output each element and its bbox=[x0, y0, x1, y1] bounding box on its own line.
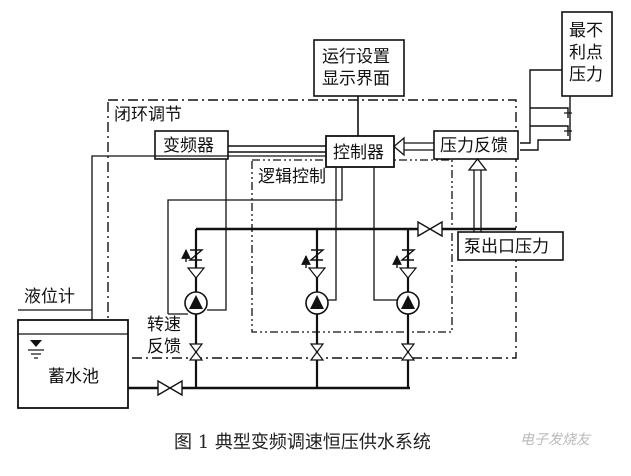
pump-branch-3 bbox=[392, 229, 420, 388]
watermark: 电子发烧友 bbox=[520, 432, 592, 448]
worst-point-label-1: 最不 bbox=[569, 21, 603, 41]
pump-branch-2 bbox=[301, 229, 329, 388]
tank-label: 蓄水池 bbox=[48, 367, 99, 387]
feedback-arrow bbox=[392, 136, 405, 157]
controller-to-pump3-wire bbox=[373, 167, 397, 301]
suction-valve-icon bbox=[157, 379, 183, 397]
storage-tank bbox=[17, 319, 129, 409]
figure-caption: 图 1 典型变频调速恒压供水系统 bbox=[174, 432, 431, 453]
controller-label: 控制器 bbox=[333, 143, 384, 163]
run-ui-box bbox=[313, 39, 405, 97]
worst-point-feedback-line bbox=[520, 69, 562, 144]
pump-outlet-pressure-label: 泵出口压力 bbox=[464, 237, 549, 257]
logic-control-label: 逻辑控制 bbox=[258, 167, 326, 187]
closed-loop-label: 闭环调节 bbox=[114, 105, 182, 125]
vfd-label: 变频器 bbox=[163, 136, 214, 156]
pressure-feedback-label: 压力反馈 bbox=[440, 136, 508, 156]
run-ui-label-1: 运行设置 bbox=[322, 47, 390, 67]
run-ui-label-2: 显示界面 bbox=[322, 69, 390, 89]
controller-to-pump2-wire bbox=[328, 167, 337, 301]
level-meter-wire bbox=[91, 155, 326, 342]
worst-point-label-3: 压力 bbox=[569, 65, 603, 85]
header-valve-icon bbox=[417, 220, 443, 238]
worst-point-label-2: 利点 bbox=[569, 43, 603, 63]
speed-feedback-label-2: 反馈 bbox=[147, 337, 181, 357]
vfd-to-pump1-wire bbox=[207, 159, 227, 311]
pump-outlet-pressure-box bbox=[457, 231, 564, 261]
speed-feedback-wire bbox=[167, 167, 343, 314]
pump-branch-1 bbox=[181, 229, 208, 388]
level-meter-label: 液位计 bbox=[24, 287, 75, 307]
controller-box bbox=[325, 135, 395, 168]
pressure-feedback-box bbox=[433, 130, 519, 160]
water-level-icon bbox=[30, 340, 42, 347]
worst-point-box bbox=[561, 11, 613, 97]
vfd-box bbox=[154, 130, 229, 160]
speed-feedback-label-1: 转速 bbox=[147, 315, 181, 335]
outlet-pressure-arrow bbox=[467, 157, 488, 171]
